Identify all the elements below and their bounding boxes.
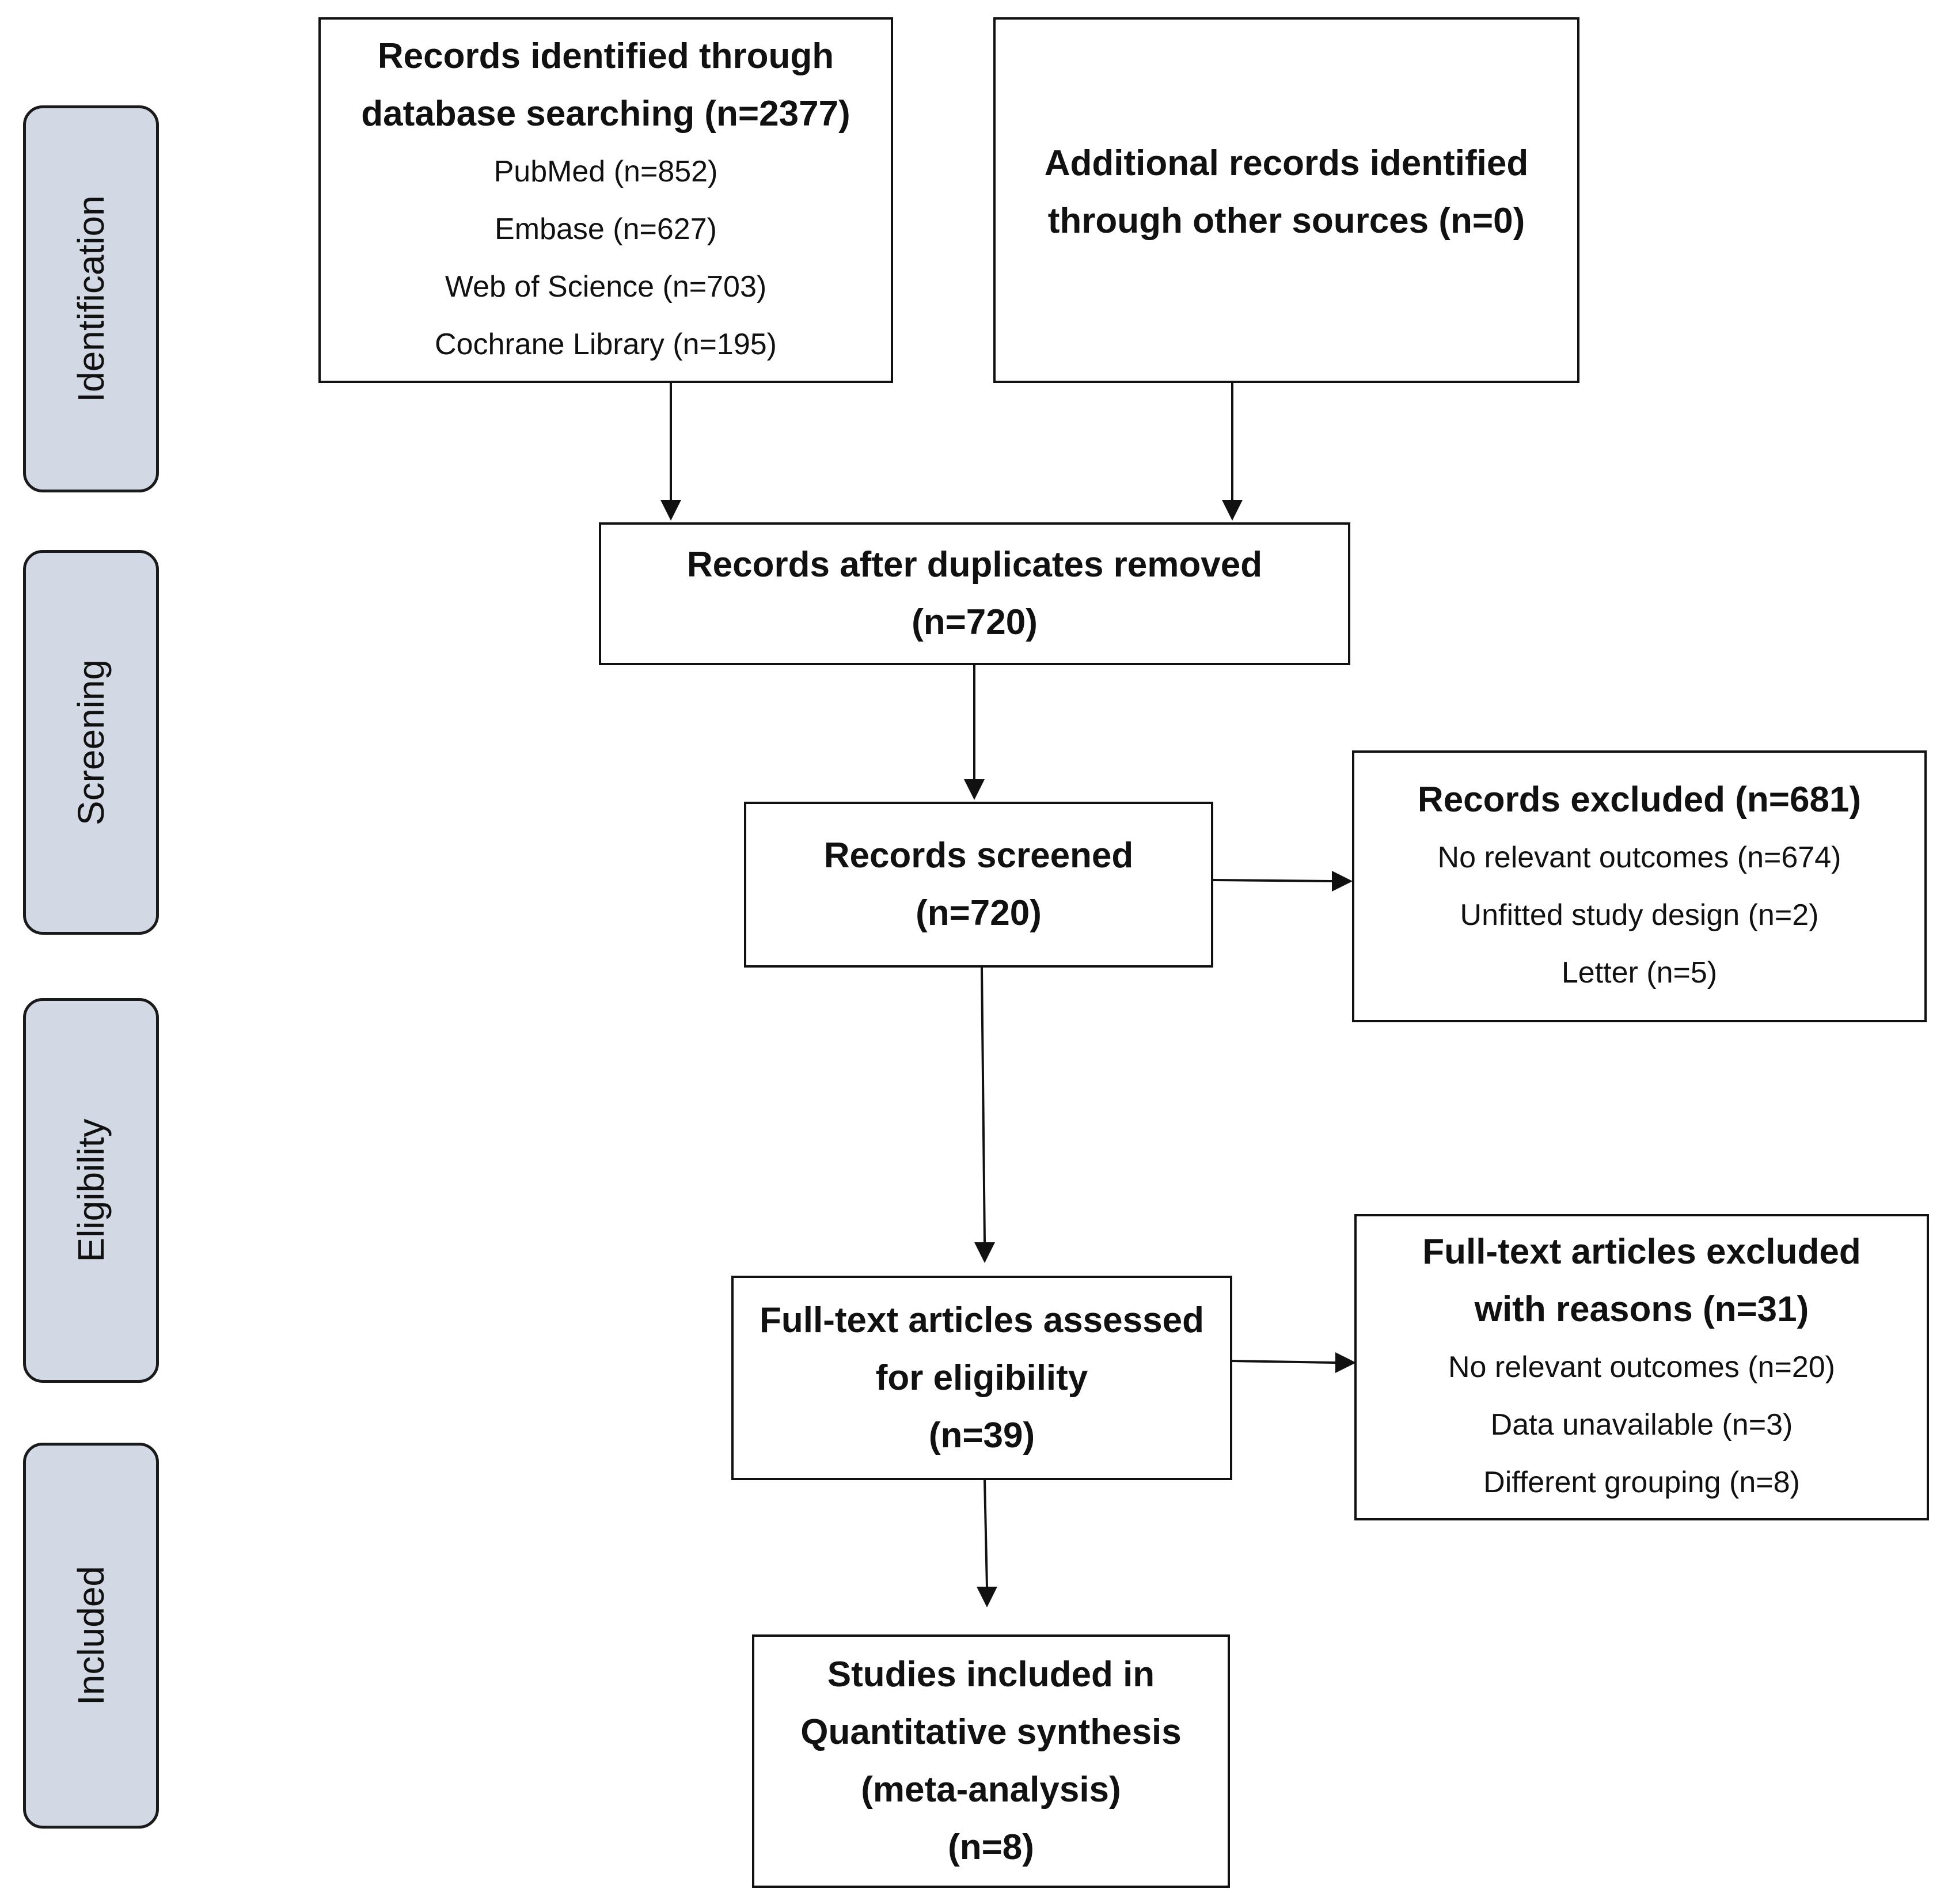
box-duplicates-removed: Records after duplicates removed (n=720) — [599, 522, 1350, 665]
arrowhead-excluded — [1332, 871, 1353, 892]
stage-identification: Identification — [23, 105, 159, 492]
arrowhead-fulltext-excluded — [1335, 1352, 1356, 1373]
box-fulltext-assessed: Full-text articles assessed for eligibil… — [731, 1276, 1232, 1480]
records-screened-line1: Records screened — [823, 836, 1134, 875]
arrowhead-other — [1222, 500, 1243, 521]
arrow-fulltext-to-fulltext-excluded — [1232, 1360, 1336, 1364]
arrowhead-included — [977, 1587, 997, 1607]
box-other-sources: Additional records identified through ot… — [993, 17, 1579, 383]
studies-included-line3: (meta-analysis) — [861, 1770, 1121, 1810]
box-fulltext-excluded: Full-text articles excluded with reasons… — [1354, 1214, 1929, 1520]
studies-included-line2: Quantitative synthesis — [800, 1712, 1182, 1752]
other-sources-line1: Additional records identified — [1044, 143, 1529, 183]
fulltext-assessed-line3: (n=39) — [928, 1415, 1035, 1455]
box-studies-included: Studies included in Quantitative synthes… — [752, 1634, 1230, 1888]
fulltext-assessed-line1: Full-text articles assessed — [760, 1300, 1204, 1340]
fulltext-excluded-title-line1: Full-text articles excluded — [1422, 1232, 1861, 1272]
stage-identification-label: Identification — [70, 195, 112, 403]
stage-included-label: Included — [70, 1566, 112, 1705]
exclusion-reason: No relevant outcomes (n=674) — [1437, 841, 1841, 874]
arrow-fulltext-to-included — [984, 1480, 988, 1587]
studies-included-line1: Studies included in — [827, 1655, 1155, 1694]
stage-screening-label: Screening — [70, 659, 112, 826]
fulltext-excluded-title-line2: with reasons (n=31) — [1474, 1289, 1809, 1329]
records-screened-line2: (n=720) — [916, 893, 1042, 933]
studies-included-line4: (n=8) — [948, 1827, 1034, 1867]
arrowhead-screened — [964, 779, 985, 800]
stage-eligibility-label: Eligibility — [70, 1118, 112, 1262]
source-item: Web of Science (n=703) — [445, 270, 767, 304]
stage-included: Included — [23, 1443, 159, 1829]
arrowhead-fulltext — [974, 1242, 995, 1263]
box-database-search: Records identified through database sear… — [318, 17, 893, 383]
duplicates-removed-line2: (n=720) — [912, 602, 1038, 642]
duplicates-removed-line1: Records after duplicates removed — [686, 545, 1263, 585]
arrow-screened-to-fulltext — [981, 967, 986, 1243]
other-sources-line2: through other sources (n=0) — [1047, 201, 1525, 241]
box-records-excluded: Records excluded (n=681) No relevant out… — [1352, 750, 1927, 1022]
exclusion-reason: Unfitted study design (n=2) — [1460, 898, 1819, 932]
database-search-title-line2: database searching (n=2377) — [361, 93, 850, 134]
database-search-title-line1: Records identified through — [377, 36, 834, 76]
source-item: Embase (n=627) — [495, 212, 717, 246]
stage-screening: Screening — [23, 550, 159, 935]
records-excluded-title: Records excluded (n=681) — [1417, 780, 1862, 820]
arrow-screened-to-excluded — [1213, 879, 1332, 882]
fulltext-assessed-line2: for eligibility — [875, 1357, 1088, 1398]
stage-eligibility: Eligibility — [23, 998, 159, 1383]
fulltext-exclusion-reason: No relevant outcomes (n=20) — [1448, 1351, 1835, 1384]
box-records-screened: Records screened (n=720) — [744, 802, 1213, 968]
source-item: Cochrane Library (n=195) — [435, 327, 777, 361]
exclusion-reason: Letter (n=5) — [1561, 956, 1718, 989]
source-item: PubMed (n=852) — [493, 154, 718, 188]
fulltext-exclusion-reason: Different grouping (n=8) — [1483, 1466, 1800, 1499]
arrowhead-database — [660, 500, 681, 521]
fulltext-exclusion-reason: Data unavailable (n=3) — [1490, 1408, 1793, 1442]
